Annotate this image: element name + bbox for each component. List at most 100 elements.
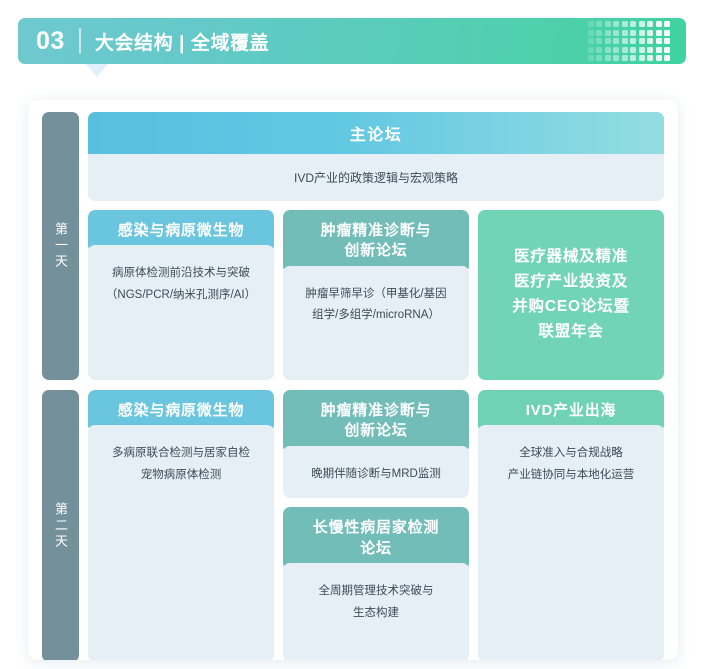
dot	[587, 38, 594, 44]
session-card[interactable]: IVD产业出海全球准入与合规战略产业链协同与本地化运营	[478, 390, 664, 660]
dot	[638, 55, 645, 61]
session-header: 肿瘤精准诊断与创新论坛	[283, 390, 469, 453]
dot	[621, 38, 628, 44]
session-header: 感染与病原微生物	[88, 390, 274, 433]
dot	[647, 29, 653, 36]
session-header: 感染与病原微生物	[88, 210, 274, 253]
session-description: 病原体检测前沿技术与突破 （NGS/PCR/纳米孔测序/AI）	[88, 245, 274, 380]
dot	[655, 38, 662, 44]
dot	[587, 21, 594, 27]
dot	[647, 46, 653, 53]
dot	[596, 46, 602, 53]
track-row: 感染与病原微生物多病原联合检测与居家自检宠物病原体检测肿瘤精准诊断与创新论坛晚期…	[88, 390, 664, 660]
track-column: 医疗器械及精准医疗产业投资及并购CEO论坛暨联盟年会	[478, 210, 664, 380]
section-title: 大会结构 | 全域覆盖	[94, 32, 270, 54]
session-description: 多病原联合检测与居家自检宠物病原体检测	[88, 425, 274, 660]
session-description: 肿瘤早筛早诊（甲基化/基因组学/多组学/microRNA）	[283, 265, 469, 380]
dot	[613, 29, 619, 36]
dot	[655, 21, 662, 27]
dot	[664, 46, 670, 53]
dot	[604, 29, 611, 36]
text-line: （NGS/PCR/纳米孔测序/AI）	[105, 289, 257, 302]
dot	[604, 38, 611, 44]
dot	[587, 29, 594, 36]
dot-grid-icon	[587, 21, 670, 61]
dot	[630, 46, 636, 53]
dot	[655, 29, 662, 36]
day-label: 第一天	[42, 112, 79, 380]
dot	[655, 55, 662, 61]
day-body: 感染与病原微生物多病原联合检测与居家自检宠物病原体检测肿瘤精准诊断与创新论坛晚期…	[88, 390, 664, 660]
text-line: 并购CEO论坛暨	[512, 298, 630, 315]
dot	[621, 46, 628, 53]
dot	[630, 29, 636, 36]
dot	[638, 46, 645, 53]
text-line: 组学/多组学/microRNA）	[312, 309, 440, 322]
day-block: 第二天感染与病原微生物多病原联合检测与居家自检宠物病原体检测肿瘤精准诊断与创新论…	[42, 390, 664, 660]
session-header: 长慢性病居家检测论坛	[283, 507, 469, 570]
track-column: 肿瘤精准诊断与创新论坛肿瘤早筛早诊（甲基化/基因组学/多组学/microRNA）	[283, 210, 469, 380]
dot	[596, 21, 602, 27]
session-description: 全球准入与合规战略产业链协同与本地化运营	[478, 425, 664, 660]
text-line: 病原体检测前沿技术与突破	[112, 267, 250, 280]
text-line: 生态构建	[353, 606, 399, 619]
text-line: 宠物病原体检测	[140, 469, 222, 482]
dot	[664, 55, 670, 61]
dot	[613, 21, 619, 27]
session-header: IVD产业出海	[478, 390, 664, 433]
text-line: 医疗产业投资及	[513, 273, 629, 291]
dot	[664, 21, 670, 27]
dot	[647, 38, 653, 44]
dot	[655, 46, 662, 53]
dot	[647, 21, 653, 27]
session-card[interactable]: 长慢性病居家检测论坛全周期管理技术突破与生态构建	[283, 507, 469, 660]
session-card[interactable]: 肿瘤精准诊断与创新论坛肿瘤早筛早诊（甲基化/基因组学/多组学/microRNA）	[283, 210, 469, 380]
dot	[630, 38, 636, 44]
session-description: 全周期管理技术突破与生态构建	[283, 562, 469, 660]
plenary-title: 主论坛	[88, 112, 664, 154]
dot	[621, 21, 628, 27]
header-section: 03 大会结构 | 全域覆盖	[0, 0, 704, 77]
track-column: 肿瘤精准诊断与创新论坛晚期伴随诊断与MRD监测长慢性病居家检测论坛全周期管理技术…	[283, 390, 469, 660]
session-card[interactable]: 感染与病原微生物病原体检测前沿技术与突破 （NGS/PCR/纳米孔测序/AI）	[88, 210, 274, 380]
text-line: 晚期伴随诊断与MRD监测	[311, 467, 441, 480]
dot	[664, 29, 670, 36]
dot	[664, 38, 670, 44]
track-column: IVD产业出海全球准入与合规战略产业链协同与本地化运营	[478, 390, 664, 660]
dot	[596, 38, 602, 44]
session-card[interactable]: 感染与病原微生物多病原联合检测与居家自检宠物病原体检测	[88, 390, 274, 660]
dot	[587, 46, 594, 53]
header-notch-icon	[86, 64, 108, 77]
session-card[interactable]: 医疗器械及精准医疗产业投资及并购CEO论坛暨联盟年会	[478, 210, 664, 380]
dot	[613, 55, 619, 61]
dot	[613, 46, 619, 53]
text-line: 多病原联合检测与居家自检	[112, 447, 250, 460]
dot	[638, 21, 645, 27]
text-line: 医疗器械及精准	[513, 248, 629, 266]
dot	[621, 29, 628, 36]
dot	[638, 29, 645, 36]
plenary-description: IVD产业的政策逻辑与宏观策略	[88, 154, 664, 201]
dot	[638, 38, 645, 44]
dot	[647, 55, 653, 61]
dot	[596, 55, 602, 61]
text-line: 全周期管理技术突破与	[318, 584, 434, 597]
session-header: 肿瘤精准诊断与创新论坛	[283, 210, 469, 273]
dot	[604, 55, 611, 61]
session-card[interactable]: 肿瘤精准诊断与创新论坛晚期伴随诊断与MRD监测	[283, 390, 469, 499]
text-line: 全球准入与合规战略	[519, 447, 623, 460]
session-description: 晚期伴随诊断与MRD监测	[283, 445, 469, 499]
text-line: 肿瘤早筛早诊（甲基化/基因	[305, 287, 447, 300]
dot	[587, 55, 594, 61]
dot	[596, 29, 602, 36]
day-label: 第二天	[42, 390, 79, 660]
text-line: 联盟年会	[538, 322, 604, 340]
text-line: 产业链协同与本地化运营	[507, 469, 635, 482]
dot	[613, 38, 619, 44]
dot	[630, 55, 636, 61]
section-header-bar: 03 大会结构 | 全域覆盖	[18, 18, 686, 64]
